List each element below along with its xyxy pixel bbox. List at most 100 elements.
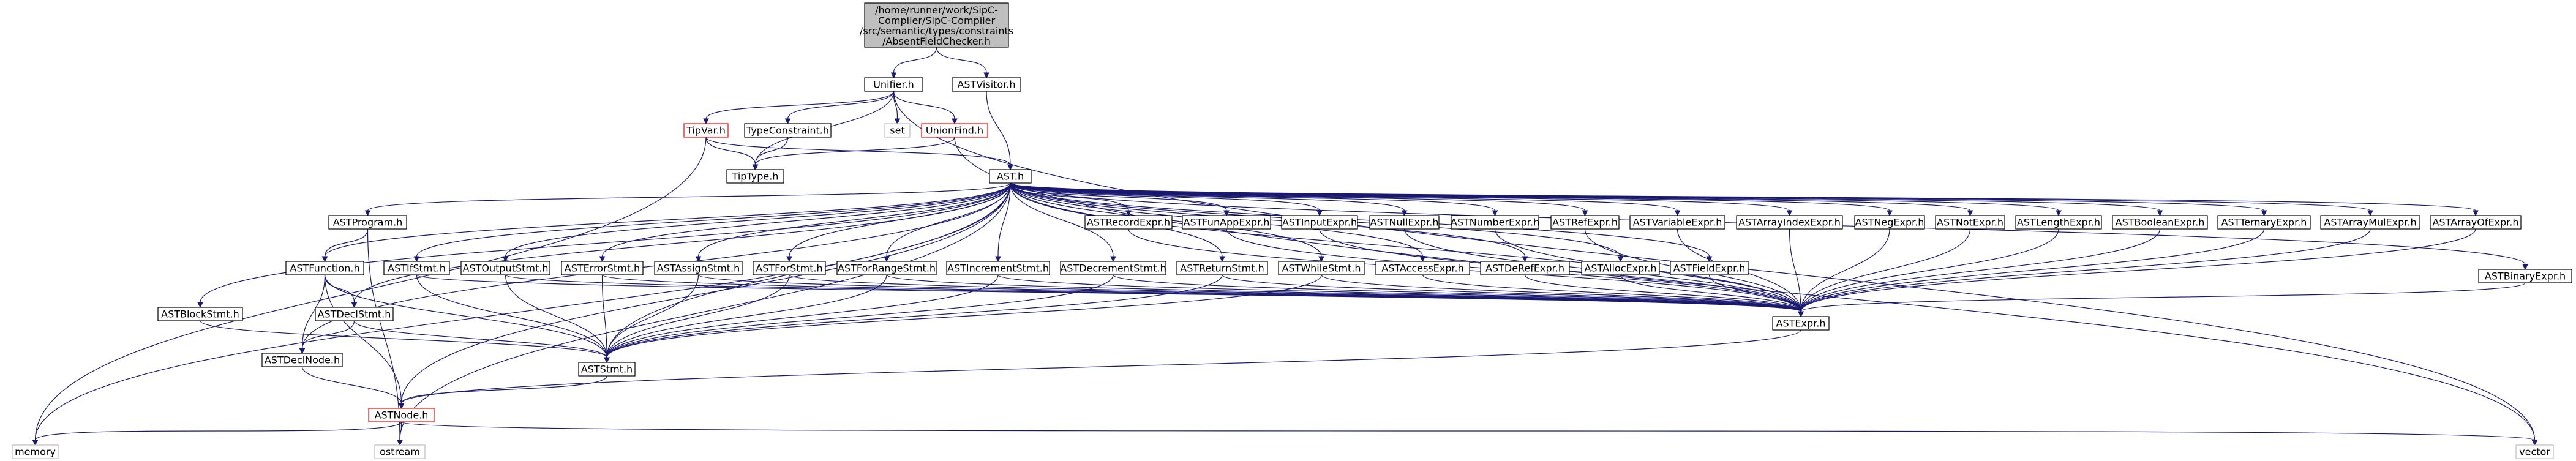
graph-edges: [32, 47, 2538, 446]
edge-ast-to-astarrayofexpr: [1010, 182, 2479, 217]
edge-root-to-unifier: [890, 47, 937, 79]
root-label-line-1: /home/runner/work/SipC-: [875, 4, 998, 16]
node-astlengthexpr-h[interactable]: ASTLengthExpr.h: [2015, 215, 2102, 230]
node-box: [921, 123, 988, 138]
node-astdeclstmt-h[interactable]: ASTDeclStmt.h: [315, 307, 394, 321]
node-astnegexpr-h[interactable]: ASTNegExpr.h: [1854, 215, 1925, 230]
edge-astlengthexpr-to-astexpr: [1798, 228, 2059, 318]
node-astnode-h[interactable]: ASTNode.h: [368, 408, 435, 422]
node-box: [1281, 215, 1358, 230]
node-label: ASTDeclNode.h: [265, 354, 340, 366]
node-astoutputstmt-h[interactable]: ASTOutputStmt.h: [460, 261, 550, 275]
node-astifstmt-h[interactable]: ASTIfStmt.h: [383, 261, 450, 275]
node-asterrorstmt-h[interactable]: ASTErrorStmt.h: [561, 261, 644, 275]
node-label: memory: [15, 446, 56, 458]
edge-ast-to-astinputexpr: [1010, 182, 1323, 217]
node-astwhilestmt-h[interactable]: ASTWhileStmt.h: [1278, 261, 1365, 275]
node-astincrementstmt-h[interactable]: ASTIncrementStmt.h: [946, 261, 1050, 275]
node-astreturnstmt-h[interactable]: ASTReturnStmt.h: [1176, 261, 1268, 275]
node-typeconstraint-h[interactable]: TypeConstraint.h: [744, 123, 832, 138]
edge-typeconstraint-to-tiptype: [752, 137, 789, 171]
edge-astnotexpr-to-astexpr: [1798, 228, 1971, 318]
node-memory[interactable]: memory: [12, 444, 59, 459]
node-aststmt-h[interactable]: ASTStmt.h: [578, 362, 636, 377]
node-ast-h[interactable]: AST.h: [989, 169, 1032, 184]
node-astbinaryexpr-h[interactable]: ASTBinaryExpr.h: [2478, 269, 2572, 283]
node-astrecordexpr-h[interactable]: ASTRecordExpr.h: [1084, 215, 1173, 230]
edge-astblockstmt-to-aststmt: [200, 320, 610, 364]
node-astnumberexpr-h[interactable]: ASTNumberExpr.h: [1451, 215, 1539, 230]
node-label: AST.h: [997, 171, 1024, 182]
node-vector[interactable]: vector: [2515, 444, 2554, 459]
node-astblockstmt-h[interactable]: ASTBlockStmt.h: [157, 307, 243, 321]
node-astvisitor-h[interactable]: ASTVisitor.h: [952, 77, 1021, 92]
edge-unifier-to-unionfind: [893, 91, 958, 125]
node-label: ASTNegExpr.h: [1855, 217, 1924, 228]
edge-tipvar-to-tiptype: [705, 137, 759, 171]
edge-astwhilestmt-to-aststmt: [604, 274, 1322, 364]
node-box: [1084, 215, 1173, 230]
node-box: [946, 261, 1050, 275]
edge-astfunction-to-astdeclstmt: [324, 274, 358, 309]
node-astfunappexpr-h[interactable]: ASTFunAppExpr.h: [1182, 215, 1271, 230]
node-unionfind-h[interactable]: UnionFind.h: [921, 123, 988, 138]
node-astallocexpr-h[interactable]: ASTAllocExpr.h: [1581, 261, 1660, 275]
edge-ast-to-asterrorstmt: [599, 182, 1011, 263]
node-astarraymulexpr-h[interactable]: ASTArrayMulExpr.h: [2320, 215, 2420, 230]
node-tiptype-h[interactable]: TipType.h: [726, 169, 784, 184]
node-box: [2217, 215, 2311, 230]
root-node[interactable]: /home/runner/work/SipC- Compiler/SipC-Co…: [860, 2, 1013, 48]
node-astrefexpr-h[interactable]: ASTRefExpr.h: [1550, 215, 1620, 230]
edge-unifier-to-typeconstraint: [784, 91, 895, 125]
node-astaccessexpr-h[interactable]: ASTAccessExpr.h: [1375, 261, 1470, 275]
edge-ast-to-astdecrementstmt: [1010, 182, 1116, 263]
root-label-line-4: /AbsentFieldChecker.h: [882, 36, 991, 47]
node-set[interactable]: set: [884, 123, 911, 138]
node-astassignstmt-h[interactable]: ASTAssignStmt.h: [654, 261, 743, 275]
node-astarrayofexpr-h[interactable]: ASTArrayOfExpr.h: [2430, 215, 2522, 230]
node-astforstmt-h[interactable]: ASTForStmt.h: [753, 261, 826, 275]
edge-aststmt-to-astnode: [398, 375, 607, 410]
node-box: [12, 444, 59, 459]
node-tipvar-h[interactable]: TipVar.h: [683, 123, 729, 138]
node-box: [1935, 215, 2005, 230]
node-box: [1772, 316, 1830, 331]
edge-ast-to-astvariableexpr: [1010, 182, 1681, 217]
node-astdecrementstmt-h[interactable]: ASTDecrementStmt.h: [1060, 261, 1166, 275]
node-astfieldexpr-h[interactable]: ASTFieldExpr.h: [1670, 261, 1749, 275]
node-astbooleanexpr-h[interactable]: ASTBooleanExpr.h: [2112, 215, 2208, 230]
node-label: ASTVisitor.h: [957, 79, 1015, 91]
node-box: [261, 353, 343, 367]
node-label: ASTNotExpr.h: [1937, 217, 2003, 228]
edge-unifier-to-tipvar: [703, 91, 895, 125]
node-box: [952, 77, 1021, 92]
node-astvariableexpr-h[interactable]: ASTVariableExpr.h: [1629, 215, 1725, 230]
node-box: [1480, 261, 1570, 275]
edge-astfunction-to-astnode: [324, 274, 405, 410]
node-astinputexpr-h[interactable]: ASTInputExpr.h: [1281, 215, 1358, 230]
node-unifier-h[interactable]: Unifier.h: [864, 77, 923, 92]
node-box: [1369, 215, 1440, 230]
node-box: [368, 408, 435, 422]
node-astexpr-h[interactable]: ASTExpr.h: [1772, 316, 1830, 331]
node-astderefexpr-h[interactable]: ASTDeRefExpr.h: [1480, 261, 1570, 275]
node-label: ASTArrayOfExpr.h: [2432, 217, 2518, 228]
node-astarrayindexexpr-h[interactable]: ASTArrayIndexExpr.h: [1736, 215, 1843, 230]
node-astdeclnode-h[interactable]: ASTDeclNode.h: [261, 353, 343, 367]
node-ostream[interactable]: ostream: [374, 444, 426, 459]
node-astfunction-h[interactable]: ASTFunction.h: [285, 261, 364, 275]
node-astnullexpr-h[interactable]: ASTNullExpr.h: [1369, 215, 1440, 230]
node-label: ASTDeRefExpr.h: [1485, 263, 1564, 274]
node-astnotexpr-h[interactable]: ASTNotExpr.h: [1935, 215, 2005, 230]
node-label: ASTTernaryExpr.h: [2221, 217, 2307, 228]
node-astternaryexpr-h[interactable]: ASTTernaryExpr.h: [2217, 215, 2311, 230]
node-astprogram-h[interactable]: ASTProgram.h: [328, 215, 407, 230]
node-box: [2478, 269, 2572, 283]
edge-astnode-to-memory: [32, 421, 402, 446]
edge-tipvar-to-memory: [32, 137, 707, 446]
node-astforrangestmt-h[interactable]: ASTForRangeStmt.h: [836, 261, 937, 275]
edge-astdeclstmt-to-astdeclnode: [299, 320, 355, 354]
node-box: [654, 261, 743, 275]
node-box: [864, 77, 923, 92]
